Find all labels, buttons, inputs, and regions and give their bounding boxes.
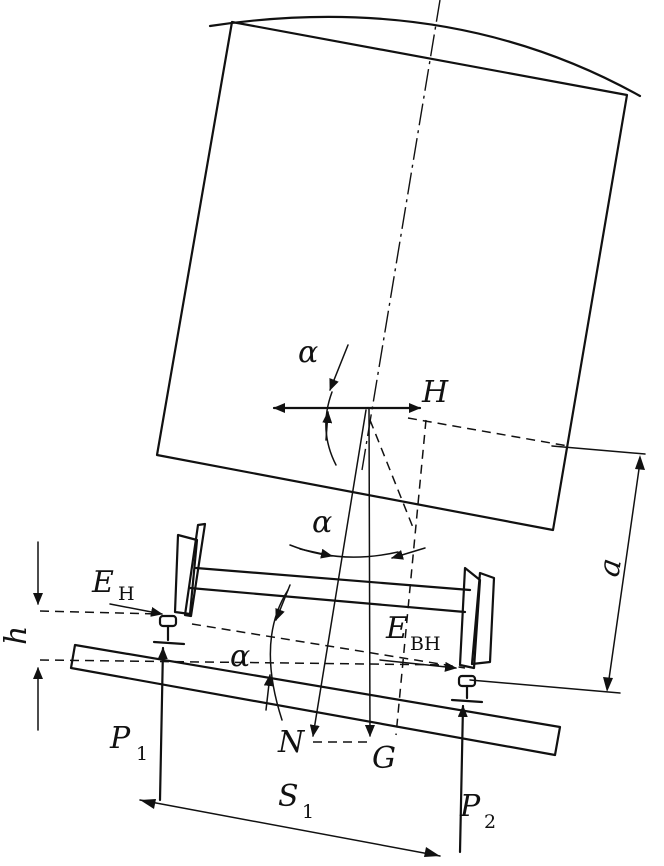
dim-a-line	[607, 461, 641, 687]
left-wheel	[173, 533, 199, 616]
h-bottom-dash	[39, 659, 451, 666]
left-wheel-flange	[183, 522, 207, 618]
EBH-dash	[191, 623, 466, 669]
label-N: N	[277, 725, 306, 760]
label-E-BH: E	[385, 611, 408, 646]
H-vertical-dash	[395, 419, 427, 736]
normal-line	[309, 409, 367, 737]
label-P1-sub: 1	[136, 743, 148, 765]
E-H-arrow	[109, 603, 163, 617]
axle-bottom	[188, 586, 467, 614]
label-alpha-low: α	[230, 639, 250, 674]
alpha-mid-arrow-r	[391, 547, 426, 560]
label-P2-sub: 2	[484, 811, 496, 833]
alpha-mid-arrow-l	[299, 548, 333, 559]
label-alpha-mid: α	[312, 505, 332, 540]
label-S1: S	[278, 779, 299, 814]
rail-left	[152, 614, 186, 646]
alpha-top-arc	[325, 391, 337, 466]
gravity-line	[364, 407, 375, 737]
P1-arrow	[157, 646, 168, 802]
H-horizontal-dash	[407, 417, 569, 447]
rail-right	[450, 674, 484, 704]
right-wheel	[458, 566, 482, 670]
dim-a-ext-bottom	[469, 679, 621, 694]
dim-S1-line	[139, 799, 441, 857]
P2-arrow	[457, 704, 468, 854]
axle-top	[194, 566, 472, 592]
wheelset	[173, 522, 496, 670]
label-E-BH-sub: BH	[410, 633, 441, 655]
right-wheel-outer	[470, 571, 496, 666]
label-alpha-top: α	[298, 335, 318, 370]
dim-S1-arrow-right	[424, 847, 440, 857]
label-H: H	[421, 375, 449, 410]
label-S1-sub: 1	[302, 801, 314, 823]
alpha-low-arrow-bottom	[263, 674, 274, 711]
body-centerline	[361, 0, 441, 471]
label-P2: P	[459, 789, 481, 824]
dim-a-arrow-top	[635, 455, 645, 470]
alpha-low-arc	[269, 589, 289, 721]
label-E-H-sub: H	[118, 583, 135, 605]
car-roof-arc	[208, 15, 642, 98]
dim-S1-arrow-left	[140, 799, 156, 809]
car-body	[155, 15, 642, 532]
H-diag-dash	[369, 419, 415, 531]
h-top-dash	[39, 610, 161, 615]
alpha-low-arrow-top	[275, 584, 291, 621]
alpha-top-arrow	[329, 344, 349, 391]
dim-a-ext-top	[551, 445, 646, 455]
dim-a-arrow-bottom	[603, 677, 613, 692]
label-a: a	[591, 556, 629, 580]
label-P1: P	[109, 721, 131, 756]
label-G: G	[372, 741, 396, 776]
label-h: h	[0, 626, 34, 645]
label-E-H: E	[91, 565, 114, 600]
